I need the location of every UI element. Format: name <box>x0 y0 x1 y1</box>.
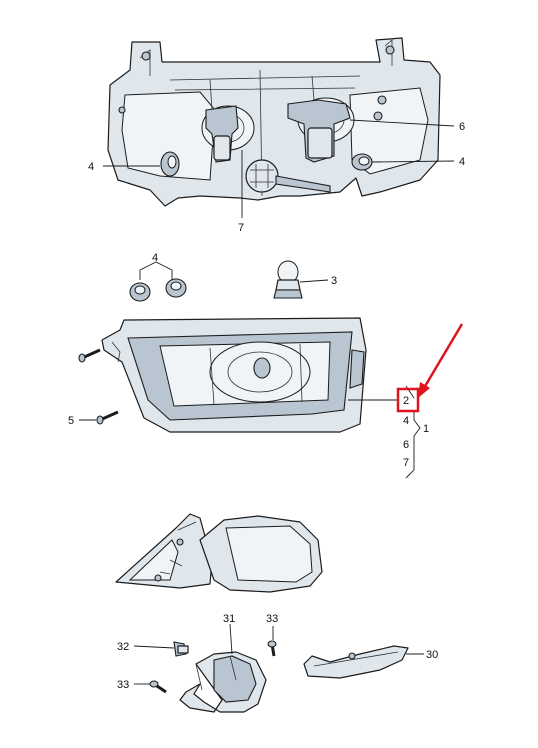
bulb-cap-left <box>160 151 180 177</box>
bulb-socket-left <box>205 105 239 163</box>
bulb-cap-right <box>351 153 373 171</box>
fog-bulb <box>273 260 303 299</box>
fog-screw-top <box>78 348 101 363</box>
fog-screw-bottom <box>96 410 119 425</box>
bracket-line <box>405 410 421 479</box>
mirror-trim-strip <box>303 645 409 679</box>
callout-4-sub: 4 <box>403 415 409 427</box>
fog-lamp <box>101 317 367 433</box>
callout-6-sub: 6 <box>403 439 409 451</box>
callout-4-grommets: 4 <box>152 252 158 264</box>
callout-2: 2 <box>403 395 409 407</box>
callout-1: 1 <box>423 423 429 435</box>
mirror-bracket <box>179 651 267 713</box>
red-arrow <box>418 323 464 398</box>
leader-line <box>133 645 175 649</box>
mirror-screw-top <box>267 640 277 657</box>
leader-line <box>299 279 329 283</box>
bulb-socket-right <box>287 99 351 163</box>
headlight-housing <box>107 37 441 207</box>
callout-31: 31 <box>223 613 235 625</box>
highlight-box <box>396 387 420 413</box>
callout-5: 5 <box>68 415 74 427</box>
callout-3: 3 <box>331 275 337 287</box>
grommet-pair <box>129 261 187 302</box>
adjuster-knob <box>245 159 331 193</box>
mirror-screw-bottom <box>149 680 167 694</box>
callout-7-sub: 7 <box>403 457 409 469</box>
callout-7-top: 7 <box>238 222 244 234</box>
side-mirror <box>115 513 323 593</box>
leader-line <box>371 160 455 163</box>
leader-line <box>349 119 455 127</box>
callout-30: 30 <box>426 649 438 661</box>
callout-6-top: 6 <box>459 121 465 133</box>
callout-33-top: 33 <box>266 613 278 625</box>
mirror-bolt <box>173 641 189 657</box>
callout-33-bottom: 33 <box>117 679 129 691</box>
callout-32: 32 <box>117 641 129 653</box>
leader-line <box>229 623 233 655</box>
callout-4-right: 4 <box>459 156 465 168</box>
callout-4-left: 4 <box>88 161 94 173</box>
